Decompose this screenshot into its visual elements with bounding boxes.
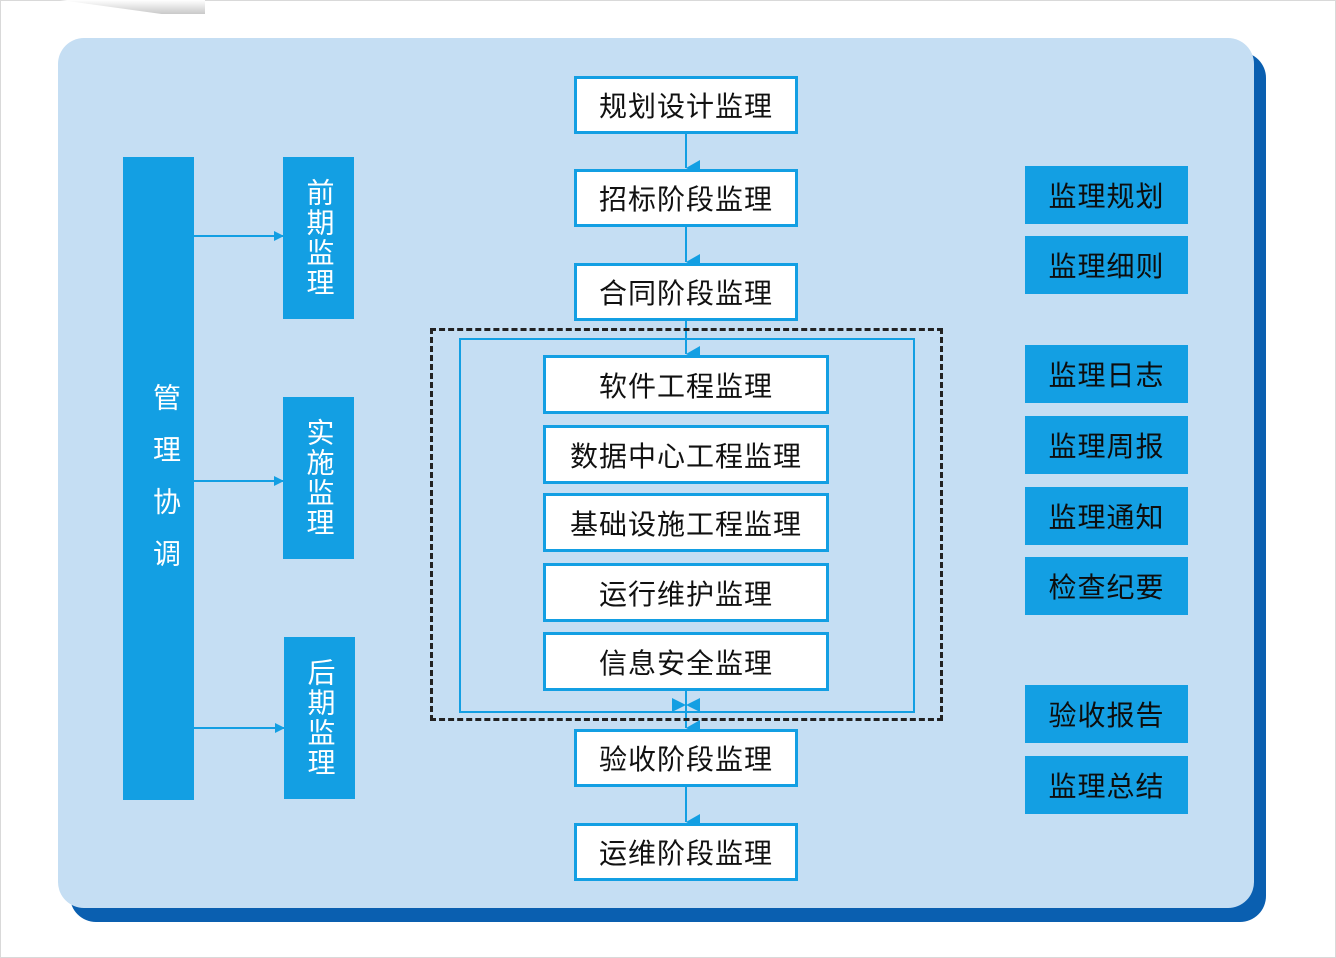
implementation-group-dashed-frame — [430, 328, 943, 721]
converge-arrow-left — [672, 698, 686, 712]
flow-data-center-engineering: 数据中心工程监理 — [543, 425, 829, 484]
flow-operations-stage: 运维阶段监理 — [574, 823, 798, 881]
doc-weekly-report: 监理周报 — [1025, 416, 1188, 474]
flow-bidding-stage: 招标阶段监理 — [574, 169, 798, 227]
doc-supervision-summary: 监理总结 — [1025, 756, 1188, 814]
flow-contract-stage: 合同阶段监理 — [574, 263, 798, 321]
management-coordination-bar: 管理协调 — [123, 157, 194, 800]
doc-acceptance-report: 验收报告 — [1025, 685, 1188, 743]
phase-early: 前期监理 — [283, 157, 354, 319]
phase-implementation-label: 实施监理 — [302, 418, 336, 538]
management-coordination-label: 管理协调 — [149, 383, 182, 591]
flow-infrastructure-engineering: 基础设施工程监理 — [543, 493, 829, 552]
implementation-group-inner-frame — [459, 338, 915, 713]
flow-planning-design: 规划设计监理 — [574, 76, 798, 134]
converge-arrow-right — [686, 698, 700, 712]
flow-acceptance-stage: 验收阶段监理 — [574, 729, 798, 787]
phase-implementation: 实施监理 — [283, 397, 354, 559]
flow-operation-maintenance: 运行维护监理 — [543, 563, 829, 622]
doc-supervision-notice: 监理通知 — [1025, 487, 1188, 545]
phase-late: 后期监理 — [284, 637, 355, 799]
doc-supervision-log: 监理日志 — [1025, 345, 1188, 403]
doc-supervision-plan: 监理规划 — [1025, 166, 1188, 224]
flow-information-security: 信息安全监理 — [543, 632, 829, 691]
doc-inspection-minutes: 检查纪要 — [1025, 557, 1188, 615]
doc-supervision-rules: 监理细则 — [1025, 236, 1188, 294]
flow-software-engineering: 软件工程监理 — [543, 355, 829, 414]
phase-early-label: 前期监理 — [302, 178, 336, 298]
phase-late-label: 后期监理 — [303, 658, 337, 778]
